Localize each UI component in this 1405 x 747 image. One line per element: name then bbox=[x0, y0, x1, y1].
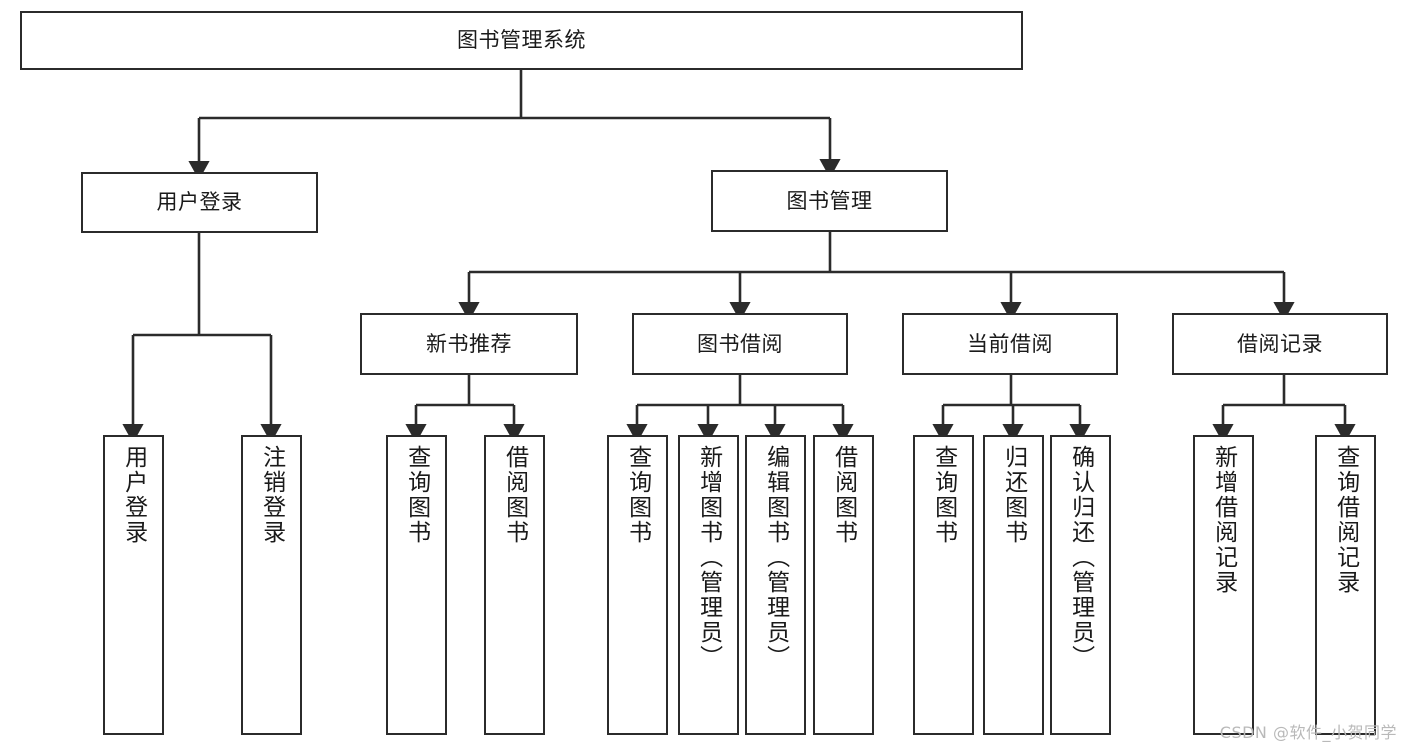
node-root-system[interactable]: 图书管理系统 bbox=[20, 11, 1023, 70]
node-label: 新增借阅记录 bbox=[1210, 445, 1237, 595]
node-label: 图书管理系统 bbox=[457, 28, 586, 53]
node-label: 用户登录 bbox=[120, 445, 147, 545]
leaf-confirm-return-admin[interactable]: 确认归还（管理员） bbox=[1050, 435, 1111, 735]
node-label: 当前借阅 bbox=[967, 331, 1053, 356]
node-label: 确认归还（管理员） bbox=[1067, 445, 1094, 670]
node-label: 查询借阅记录 bbox=[1332, 445, 1359, 595]
leaf-query-book-borrow[interactable]: 查询图书 bbox=[607, 435, 668, 735]
node-user-login[interactable]: 用户登录 bbox=[81, 172, 318, 233]
node-label: 查询图书 bbox=[403, 445, 430, 545]
leaf-borrow-book[interactable]: 借阅图书 bbox=[813, 435, 874, 735]
leaf-logout-login[interactable]: 注销登录 bbox=[241, 435, 302, 735]
node-label: 图书借阅 bbox=[697, 331, 783, 356]
leaf-edit-book-admin[interactable]: 编辑图书（管理员） bbox=[745, 435, 806, 735]
leaf-user-login[interactable]: 用户登录 bbox=[103, 435, 164, 735]
leaf-query-book-recommend[interactable]: 查询图书 bbox=[386, 435, 447, 735]
leaf-add-book-admin[interactable]: 新增图书（管理员） bbox=[678, 435, 739, 735]
node-new-book-recommend[interactable]: 新书推荐 bbox=[360, 313, 578, 375]
node-label: 借阅图书 bbox=[501, 445, 528, 545]
node-label: 注销登录 bbox=[258, 445, 285, 545]
node-book-management[interactable]: 图书管理 bbox=[711, 170, 948, 232]
csdn-watermark: CSDN @软件_小贺同学 bbox=[1219, 723, 1397, 742]
node-label: 借阅图书 bbox=[830, 445, 857, 545]
leaf-borrow-book-recommend[interactable]: 借阅图书 bbox=[484, 435, 545, 735]
node-label: 编辑图书（管理员） bbox=[762, 445, 789, 670]
leaf-return-book[interactable]: 归还图书 bbox=[983, 435, 1044, 735]
node-borrow-record[interactable]: 借阅记录 bbox=[1172, 313, 1388, 375]
leaf-query-borrow-record[interactable]: 查询借阅记录 bbox=[1315, 435, 1376, 735]
node-book-borrow[interactable]: 图书借阅 bbox=[632, 313, 848, 375]
leaf-query-book-current[interactable]: 查询图书 bbox=[913, 435, 974, 735]
node-label: 新书推荐 bbox=[426, 331, 512, 356]
node-current-borrow[interactable]: 当前借阅 bbox=[902, 313, 1118, 375]
node-label: 查询图书 bbox=[624, 445, 651, 545]
leaf-add-borrow-record[interactable]: 新增借阅记录 bbox=[1193, 435, 1254, 735]
node-label: 新增图书（管理员） bbox=[695, 445, 722, 670]
node-label: 用户登录 bbox=[156, 190, 243, 215]
node-label: 图书管理 bbox=[786, 188, 873, 213]
node-label: 借阅记录 bbox=[1237, 331, 1323, 356]
node-label: 归还图书 bbox=[1000, 445, 1027, 545]
node-label: 查询图书 bbox=[930, 445, 957, 545]
